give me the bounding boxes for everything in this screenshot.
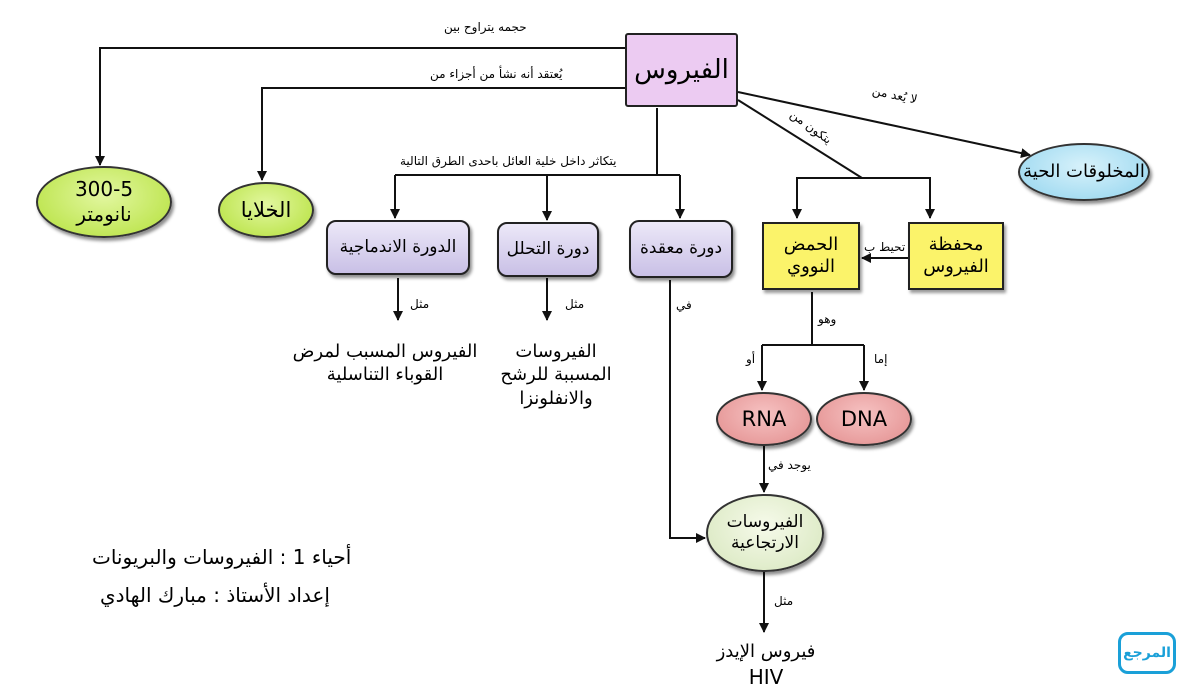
footer-author: إعداد الأستاذ : مبارك الهادي [100,583,330,607]
lysogenic-cycle-node: الدورة الاندماجية [326,220,470,275]
size-range-text: 300-5 نانومتر [74,177,134,226]
living-organisms-node: المخلوقات الحية [1018,143,1150,201]
edge-consists [737,99,863,179]
rna-node: RNA [716,392,812,446]
retro-example-abbr: HIV [748,665,784,689]
edge-label-and-it: وهو [818,312,837,326]
edge-label-or: أو [746,352,756,366]
size-range-node: 300-5 نانومتر [36,166,172,238]
retro-example-name: فيروس الإيدز [716,641,816,662]
site-logo-text: المرجع [1123,645,1171,661]
capsid-text: محفظة الفيروس [923,233,989,278]
edge-size [95,47,625,166]
virus-main-node: الفيروس [625,33,738,107]
retroviruses-text: الفيروسات الارتجاعية [726,511,804,553]
footer-subject: أحياء 1 : الفيروسات والبريونات [92,545,352,569]
edge-complex-retro [669,280,706,543]
edge-label-example-lysogenic: مثل [410,297,430,311]
dna-node: DNA [816,392,912,446]
edge-label-either: إما [874,352,888,366]
edge-label-in: في [676,298,692,312]
complex-cycle-node: دورة معقدة [629,220,733,278]
edge-label-origin: يُعتقد أنه نشأ من أجزاء من [430,67,563,81]
edge-label-example-retro: مثل [774,594,794,608]
edge-consists-left [792,177,930,219]
edge-living [737,91,1031,158]
edge-consists-right [862,177,935,219]
nucleic-acid-node: الحمض النووي [762,222,860,290]
capsid-node: محفظة الفيروس [908,222,1004,290]
cells-node: الخلايا [218,182,314,238]
edge-label-surrounds: تحيط ب [864,240,906,254]
edge-label-example-lytic: مثل [565,297,585,311]
lytic-cycle-node: دورة التحلل [497,222,599,277]
lytic-example-text: الفيروسات المسببة للرشح والانفلونزا [500,341,612,409]
edge-label-found-in: يوجد في [768,458,811,472]
retroviruses-node: الفيروسات الارتجاعية [706,494,824,572]
site-logo: المرجع [1118,632,1176,674]
nucleic-acid-text: الحمض النووي [783,233,839,278]
edge-label-size-range: حجمه يتراوح بين [444,20,527,34]
lysogenic-example-text: الفيروس المسبب لمرض القوباء التناسلية [292,341,478,386]
edge-cells [257,87,625,181]
edge-label-replicates: يتكاثر داخل خلية العائل باحدى الطرق التا… [400,154,617,168]
